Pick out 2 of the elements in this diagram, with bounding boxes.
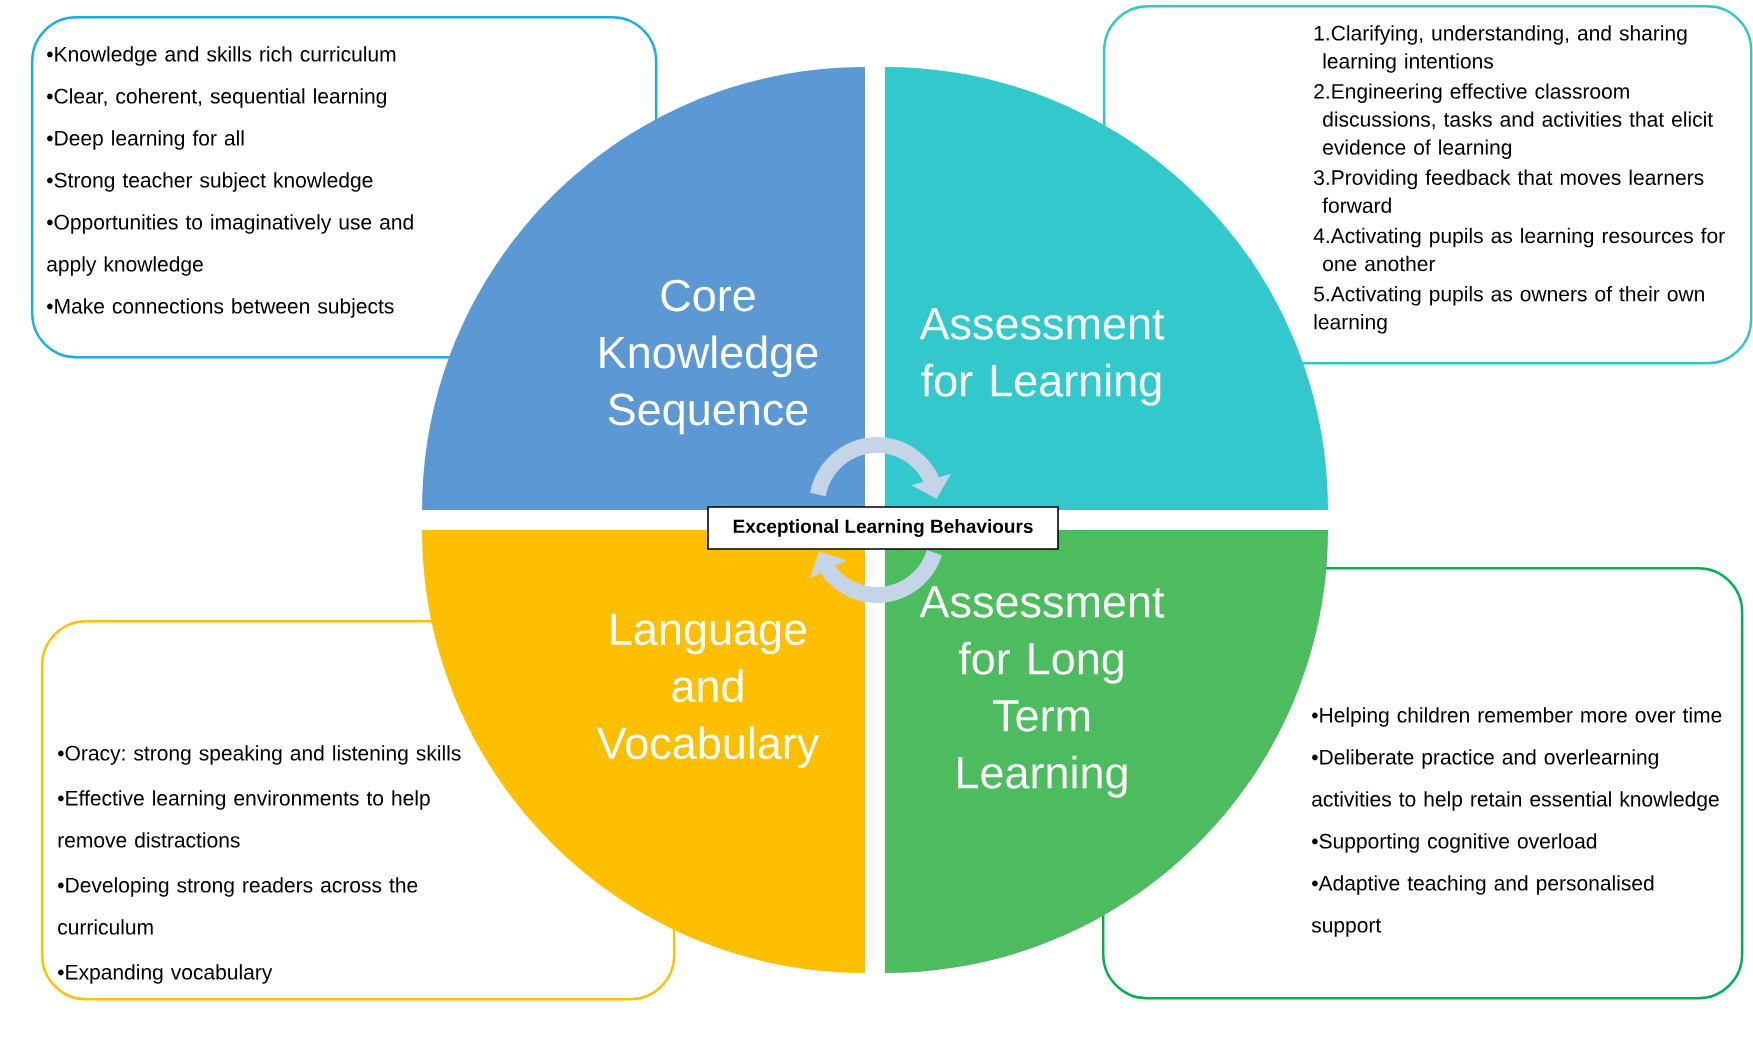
center-label-box: Exceptional Learning Behaviours — [707, 506, 1059, 550]
curved-arrow — [809, 548, 942, 603]
